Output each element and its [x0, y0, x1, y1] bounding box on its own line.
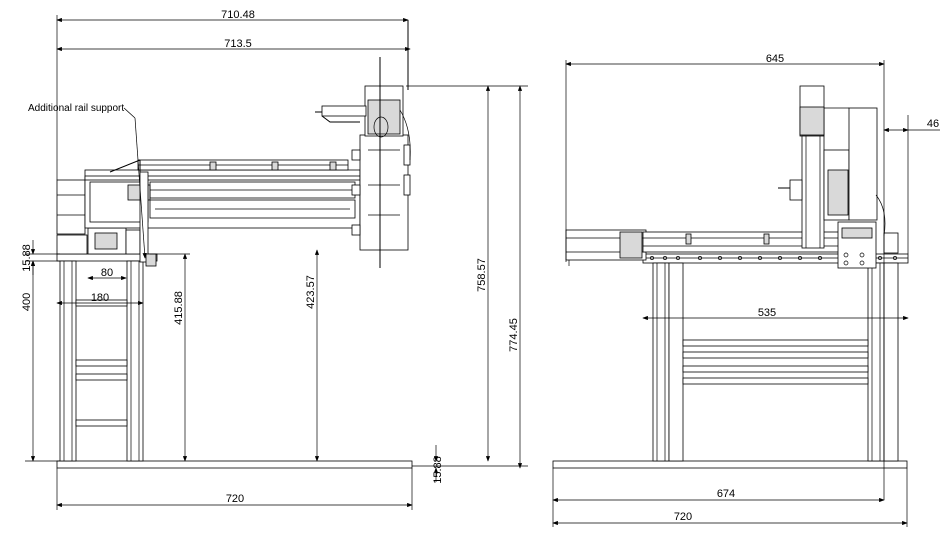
dim-75857: 758.57: [476, 258, 488, 292]
front-view: 645 46 535 674 720: [552, 53, 940, 527]
dim-77445: 774.45: [508, 318, 520, 352]
dim-base-small: 15.88: [432, 456, 444, 484]
dim-left-height: 400: [21, 293, 33, 311]
dim-180: 180: [91, 292, 109, 304]
dim-second: 713.5: [224, 38, 252, 50]
dim-top: 710.48: [221, 9, 255, 21]
side-view: 710.48 713.5 758.57 774.45 423.57 415.88…: [21, 9, 528, 510]
dim-bottom: 720: [226, 493, 244, 505]
dim-left-small: 15.88: [21, 244, 33, 272]
dim-41588: 415.88: [173, 291, 185, 325]
dim-674: 674: [717, 488, 735, 500]
dim-535: 535: [758, 307, 776, 319]
dim-42357: 423.57: [305, 275, 317, 309]
dim-46: 46: [927, 118, 939, 130]
dim-645: 645: [766, 53, 784, 65]
dim-720: 720: [674, 511, 692, 523]
dim-80: 80: [101, 267, 113, 279]
annotation-text: Additional rail support: [28, 103, 124, 114]
frame-holes: [650, 256, 897, 260]
